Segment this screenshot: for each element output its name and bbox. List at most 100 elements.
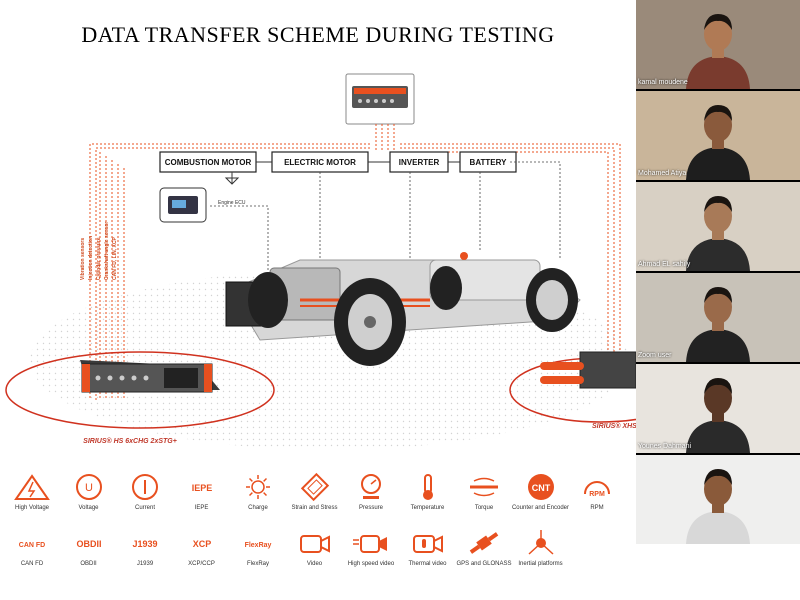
svg-text:BATTERY: BATTERY	[470, 158, 508, 167]
sensor-label: FlexRay	[246, 561, 269, 567]
sensor-item-can-fd: CAN FD CAN FD	[0, 528, 66, 568]
svg-text:U: U	[85, 482, 93, 494]
sensor-item-rpm: RPM RPM	[563, 472, 631, 512]
counter-icon: CNT	[527, 474, 554, 500]
gps-icon	[469, 532, 499, 554]
participant-video	[686, 196, 750, 271]
participant-tile[interactable]	[636, 455, 800, 544]
iepe-icon: IEPE	[191, 483, 212, 493]
high-voltage-icon	[14, 474, 50, 500]
sensor-label: CAN FD	[20, 561, 44, 567]
engine-ecu: Engine ECU	[159, 187, 246, 223]
temperature-icon	[422, 474, 433, 500]
can-fd-icon: CAN FD	[19, 542, 45, 549]
top-daq-device	[345, 73, 415, 125]
sensor-item-voltage: U Voltage	[55, 472, 123, 512]
svg-text:INVERTER: INVERTER	[399, 158, 440, 167]
participant-tile[interactable]: Ahmad EL sahily	[636, 182, 800, 271]
sensor-item-strain: Strain and Stress	[281, 472, 349, 512]
participant-tile[interactable]: Younes Dahmani	[636, 364, 800, 453]
sensor-item-thermal-video: Thermal video	[394, 528, 462, 568]
participant-tile[interactable]: Zoom user	[636, 273, 800, 362]
sensor-label: High Voltage	[14, 505, 50, 511]
sensor-item-current: Current	[111, 472, 179, 512]
participant-name: kamal moudene	[638, 79, 688, 86]
sensor-label: Pressure	[358, 505, 383, 511]
vehicle-chassis	[225, 252, 581, 366]
participant-video	[686, 287, 750, 362]
svg-text:SIRIUS® HS 6xCHG 2xSTG+: SIRIUS® HS 6xCHG 2xSTG+	[83, 437, 177, 445]
pressure-icon	[361, 474, 381, 499]
flexray-icon: FlexRay	[245, 542, 272, 549]
left-daq-device: SIRIUS® HS 6xCHG 2xSTG+	[5, 351, 275, 445]
current-icon	[132, 474, 158, 500]
svg-text:Injection detection: Injection detection	[88, 236, 94, 280]
obdii-icon: OBDII	[76, 539, 101, 549]
sensor-item-torque: Torque	[450, 472, 518, 512]
high-speed-video-icon	[353, 535, 387, 553]
sensor-label: GPS and GLONASS	[456, 561, 512, 567]
rpm-icon: RPM	[584, 481, 610, 498]
svg-text:CAN FD: CAN FD	[19, 542, 45, 549]
right-daq-device: SIRIUS® XHS	[509, 351, 636, 430]
sensor-item-xcp: XCP XCP/CCP	[168, 528, 236, 568]
participant-tile[interactable]: kamal moudene	[636, 0, 800, 89]
voltage-icon: U	[75, 474, 102, 500]
sensor-label: Inertial platforms	[518, 561, 563, 567]
participant-name: Ahmad EL sahily	[638, 261, 691, 268]
svg-text:CAN FD, LIN, XCP: CAN FD, LIN, XCP	[112, 237, 118, 280]
sensor-label: Strain and Stress	[291, 505, 338, 511]
svg-text:Cylinder pressure: Cylinder pressure	[96, 237, 102, 280]
inverter-box: INVERTER	[389, 151, 449, 173]
svg-text:Vibration sensors: Vibration sensors	[80, 238, 86, 280]
participant-name: Younes Dahmani	[638, 443, 692, 450]
slide-title: DATA TRANSFER SCHEME DURING TESTING	[81, 22, 555, 47]
electric-motor-box: ELECTRIC MOTOR	[271, 151, 369, 173]
sensor-label: Torque	[474, 505, 494, 511]
presentation-slide: COMBUSTION MOTOR ELECTRIC MOTOR INVERTER…	[0, 73, 636, 600]
participant-video	[686, 469, 750, 544]
sensor-label: High speed video	[347, 561, 395, 567]
sensor-item-high-speed-video: High speed video	[337, 528, 405, 568]
sensor-item-inertial: Inertial platforms	[507, 528, 575, 568]
sensor-label: Counter and Encoder	[511, 505, 570, 511]
svg-text:J1939: J1939	[132, 539, 157, 549]
sensor-label: Charge	[248, 505, 268, 511]
combustion-motor-box: COMBUSTION MOTOR	[159, 151, 257, 173]
svg-text:OBDII: OBDII	[76, 539, 101, 549]
thermal-video-icon	[412, 535, 443, 553]
j1939-icon: J1939	[132, 539, 157, 549]
sensor-item-gps: GPS and GLONASS	[450, 528, 518, 568]
sensor-vertical-labels: Vibration sensors Injection detection Cy…	[80, 222, 118, 280]
sensor-item-temperature: Temperature	[394, 472, 462, 512]
sensor-item-charge: Charge	[224, 472, 292, 512]
gallery-blank-area	[636, 544, 800, 600]
sensor-label: J1939	[136, 561, 154, 567]
svg-text:ELECTRIC MOTOR: ELECTRIC MOTOR	[284, 158, 356, 167]
sensor-label: Current	[134, 505, 155, 511]
data-transfer-scheme-diagram: COMBUSTION MOTOR ELECTRIC MOTOR INVERTER…	[5, 73, 636, 450]
participant-name: Mohamed Atiya	[638, 170, 687, 177]
xcp-icon: XCP	[192, 539, 211, 549]
sensor-label: Thermal video	[408, 561, 447, 567]
participant-name: Zoom user	[638, 352, 672, 359]
sensor-label: XCP/CCP	[188, 561, 215, 567]
sensor-label: RPM	[590, 505, 604, 511]
svg-text:Crankshaft angle sensor: Crankshaft angle sensor	[104, 222, 110, 280]
participant-video	[686, 105, 750, 180]
svg-text:XCP: XCP	[192, 539, 211, 549]
sensor-label: Temperature	[410, 505, 445, 511]
svg-text:CNT: CNT	[531, 483, 550, 493]
sensor-item-video: Video	[281, 528, 349, 568]
participant-tile[interactable]: Mohamed Atiya	[636, 91, 800, 180]
torque-icon	[470, 477, 498, 497]
sensor-label: Voltage	[78, 505, 99, 511]
svg-text:SIRIUS® XHS: SIRIUS® XHS	[592, 422, 636, 430]
svg-text:RPM: RPM	[589, 491, 605, 498]
